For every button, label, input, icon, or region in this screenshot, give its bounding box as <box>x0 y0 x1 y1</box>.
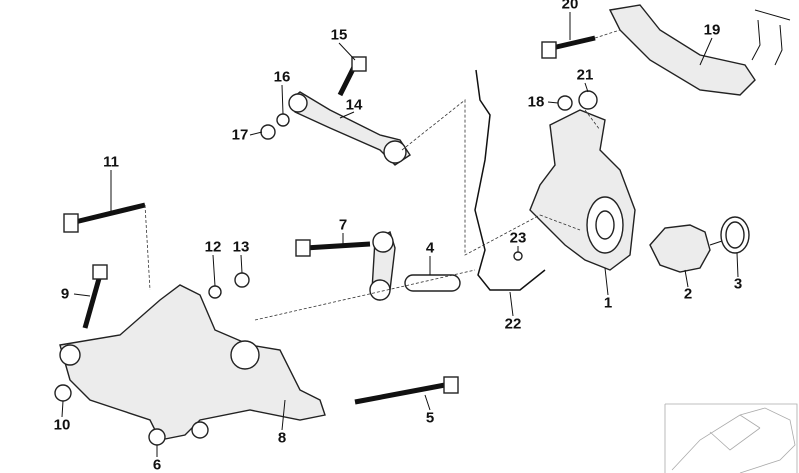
callout-10: 10 <box>53 416 71 434</box>
upper-control-arm <box>608 4 756 96</box>
callout-3: 3 <box>733 275 743 293</box>
callout-6: 6 <box>152 456 162 473</box>
sleeve-4 <box>404 274 461 292</box>
callout-21: 21 <box>576 66 594 84</box>
callout-15: 15 <box>330 26 348 44</box>
callout-1: 1 <box>603 294 613 312</box>
brake-pad-clips <box>751 9 791 66</box>
callout-5: 5 <box>425 409 435 427</box>
callout-13: 13 <box>232 238 250 256</box>
rear-subframe <box>59 284 326 441</box>
vehicle-thumbnail <box>664 403 798 473</box>
callout-19: 19 <box>703 21 721 39</box>
wheel-carrier <box>529 109 636 271</box>
control-link <box>289 91 411 166</box>
callout-9: 9 <box>60 285 70 303</box>
callout-8: 8 <box>277 429 287 447</box>
callout-4: 4 <box>425 239 435 257</box>
callout-14: 14 <box>345 96 363 114</box>
drive-joint <box>649 224 711 273</box>
callout-11: 11 <box>103 153 119 171</box>
callout-2: 2 <box>683 285 693 303</box>
leader-lines <box>61 12 739 457</box>
bushings <box>54 90 598 446</box>
callout-17: 17 <box>231 126 249 144</box>
bolts <box>63 35 596 405</box>
callout-23: 23 <box>509 229 527 247</box>
callout-20: 20 <box>561 0 579 13</box>
callout-7: 7 <box>338 216 348 234</box>
callout-22: 22 <box>504 315 522 333</box>
callout-18: 18 <box>527 93 545 111</box>
abs-sensor-cable <box>474 69 546 291</box>
callout-12: 12 <box>204 238 222 256</box>
callout-16: 16 <box>273 68 291 86</box>
